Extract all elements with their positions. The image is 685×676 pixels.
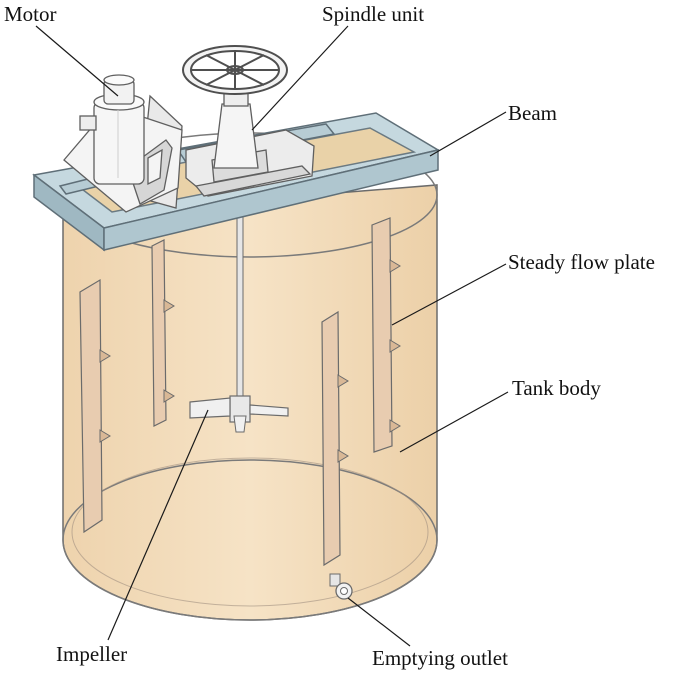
baffle-back-left	[151, 239, 167, 427]
leader-tank	[399, 391, 509, 453]
impeller-blade-left	[189, 397, 231, 419]
label-emptying-outlet: Emptying outlet	[372, 646, 508, 670]
tank-bottom-rim	[62, 459, 438, 621]
label-spindle-unit: Spindle unit	[322, 2, 425, 26]
motor-body	[93, 101, 145, 185]
baffle-right	[371, 217, 393, 453]
label-tank-body: Tank body	[512, 376, 601, 400]
leader-beam	[429, 111, 507, 157]
spindle-column	[213, 103, 259, 169]
leader-lines	[35, 25, 509, 647]
handwheel	[182, 45, 288, 95]
baffle-left	[79, 278, 103, 534]
steady-flow-plates	[79, 217, 401, 567]
tank-bottom-inner-rim	[71, 457, 429, 607]
leader-motor	[35, 25, 119, 97]
leader-outlet	[347, 597, 411, 647]
spindle-unit	[185, 91, 315, 197]
baffle-front-right	[321, 310, 341, 567]
beam-right-front-face	[103, 149, 439, 251]
emptying-outlet	[329, 573, 353, 600]
impeller-blade-front	[233, 415, 247, 433]
label-impeller: Impeller	[56, 642, 128, 666]
leader-impeller	[107, 409, 209, 641]
motor	[63, 74, 183, 213]
leader-steady-flow	[391, 263, 507, 326]
impeller-blade-right	[249, 404, 289, 417]
label-beam: Beam	[508, 101, 557, 125]
label-steady-flow-plate: Steady flow plate	[508, 250, 655, 274]
label-motor: Motor	[4, 2, 57, 26]
leader-spindle	[251, 25, 349, 131]
